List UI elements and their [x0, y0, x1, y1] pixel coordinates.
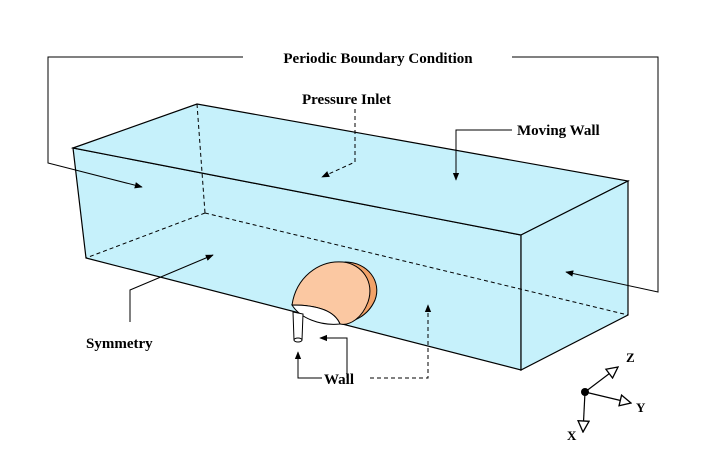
- sphere-object: [291, 261, 378, 343]
- y-axis-arrow: [584, 391, 631, 403]
- computational-domain-box: [70, 103, 630, 371]
- coordinate-axes: Z Y X: [567, 350, 646, 443]
- wall-leader-sting: [319, 334, 348, 378]
- y-axis-label: Y: [636, 400, 646, 415]
- wall-label: Wall: [324, 372, 354, 388]
- moving-wall-label: Moving Wall: [517, 123, 600, 139]
- symmetry-label: Symmetry: [86, 336, 153, 352]
- hidden-edge: [196, 103, 206, 214]
- symmetry-leader: [129, 254, 214, 322]
- wall-leader-right: [370, 304, 432, 379]
- periodic-boundary-label: Periodic Boundary Condition: [283, 51, 473, 67]
- sting-end: [293, 337, 303, 343]
- moving-wall-leader: [452, 129, 512, 181]
- pressure-inlet-leader: [321, 109, 356, 178]
- support-sting: [292, 311, 304, 341]
- periodic-callout: [47, 56, 659, 293]
- hidden-edge: [204, 212, 629, 316]
- hidden-edge: [85, 212, 206, 259]
- wall-leader-left: [294, 351, 322, 379]
- x-axis-label: X: [567, 428, 577, 443]
- pressure-inlet-label: Pressure Inlet: [302, 92, 391, 108]
- z-axis-label: Z: [626, 350, 635, 365]
- x-axis-arrow: [583, 391, 585, 432]
- z-axis-arrow: [584, 367, 618, 393]
